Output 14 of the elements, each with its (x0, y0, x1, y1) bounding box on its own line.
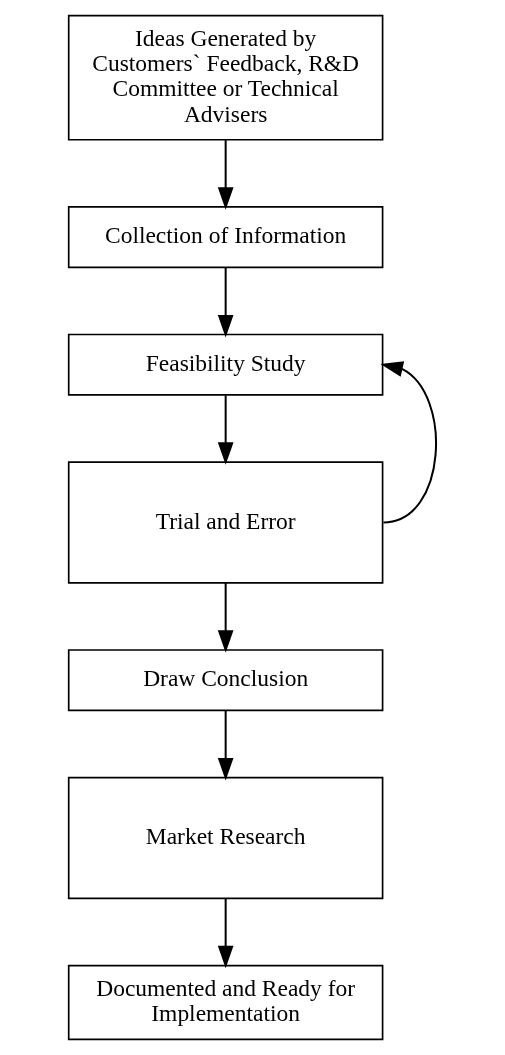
arrow (380, 361, 437, 524)
node-box: Trial and Error (67, 461, 384, 584)
node-box: Draw Conclusion (67, 649, 384, 712)
arrow (217, 395, 234, 465)
node-box: Documented and Ready for Implementation (67, 964, 384, 1041)
node-box: Feasibility Study (67, 333, 384, 396)
arrow (217, 898, 234, 969)
arrow (217, 710, 234, 781)
node-box: Collection of Information (67, 206, 384, 269)
node-box: Ideas Generated by Customers` Feedback, R&D Committee or Technical Advisers (67, 14, 384, 141)
arrow (217, 140, 234, 210)
node-box: Market Research (67, 776, 384, 900)
arrow (217, 582, 234, 653)
arrow (217, 267, 234, 338)
